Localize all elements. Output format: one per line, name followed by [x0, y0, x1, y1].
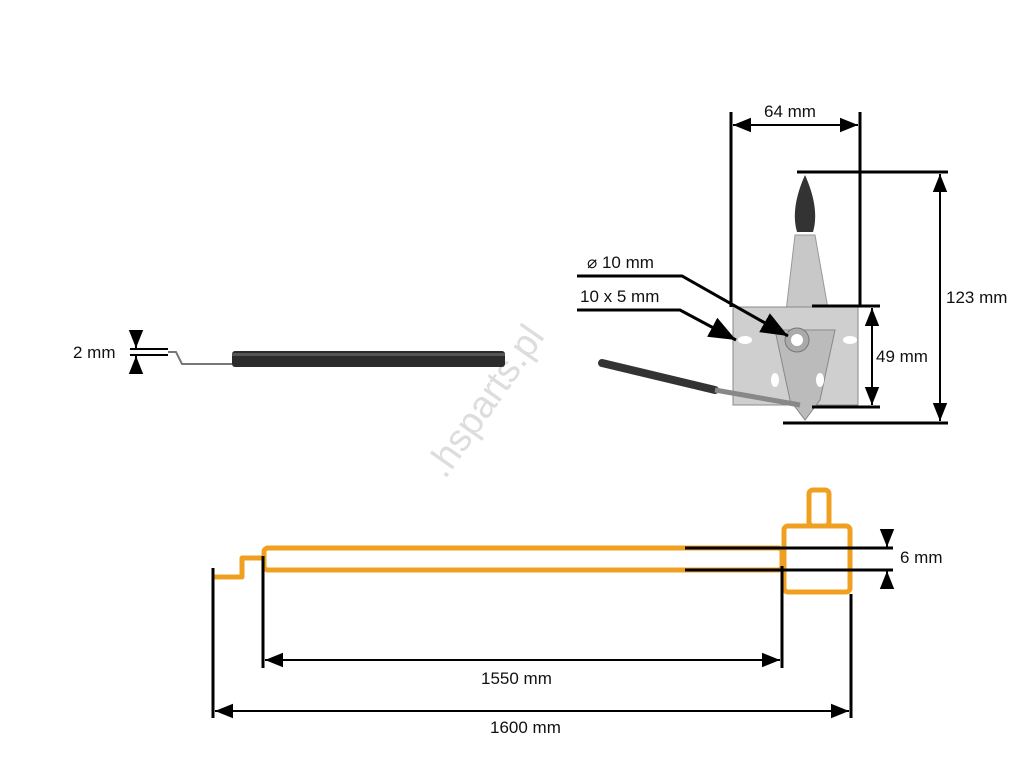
label-hole-diameter: ⌀ 10 mm: [587, 253, 654, 272]
label-plate-height: 49 mm: [876, 347, 928, 366]
label-lever-width: 64 mm: [764, 102, 816, 121]
watermark: .hsparts.pl: [418, 317, 553, 485]
leader-hole-diameter: [577, 274, 789, 338]
dimension-total-length: [211, 568, 853, 719]
dimension-lever-width: [729, 112, 862, 307]
cable-schematic: [213, 487, 853, 595]
dimension-sheath-length: [261, 556, 784, 668]
label-cable-diameter: 2 mm: [73, 343, 116, 362]
label-outer-diameter: 6 mm: [900, 548, 943, 567]
dimension-plate-height: [812, 304, 880, 409]
label-sheath-length: 1550 mm: [481, 669, 552, 688]
dimension-outer-diameter: [685, 529, 895, 589]
lever-photo: [598, 175, 859, 421]
label-lever-height: 123 mm: [946, 288, 1007, 307]
leader-slot-size: [577, 308, 737, 342]
dimension-cable-diameter: [128, 330, 168, 374]
dimension-lever-height: [783, 170, 948, 425]
label-total-length: 1600 mm: [490, 718, 561, 737]
label-slot-size: 10 x 5 mm: [580, 287, 659, 306]
cable-photo: [168, 351, 505, 367]
